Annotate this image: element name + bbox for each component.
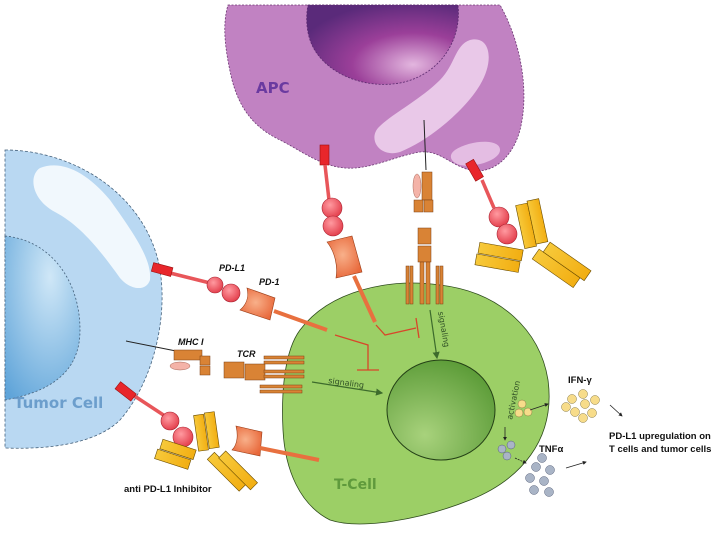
inhibition-line-apc (375, 324, 417, 336)
pdl1-bead (206, 276, 224, 294)
pd1-receptor (239, 287, 276, 321)
inhibition-line-tumor (334, 334, 369, 370)
tcr-receptor (223, 355, 305, 394)
outcome-line-1: PD-L1 upregulation on (609, 431, 711, 442)
tumor-nucleus (4, 235, 81, 401)
anti-pdl1-antibody (474, 198, 592, 289)
inhibitor-label: anti PD-L1 Inhibitor (124, 484, 212, 495)
pdl1-pd1-complex-tumor: PD-L1 PD-1 (150, 262, 328, 332)
pdl1-bead (321, 197, 343, 219)
mhc1-label: MHC I (178, 337, 204, 347)
ifn-gamma-secreted (561, 389, 600, 423)
pd1-receptor (231, 425, 263, 457)
tcell-label: T-Cell (334, 477, 377, 493)
tumor-vesicle (33, 165, 151, 289)
pdl1-anchor (465, 158, 484, 182)
tnf-alpha-label: TNFα (539, 444, 563, 455)
pdl1-anchor (114, 381, 137, 402)
pdl1-inhibitor-complex-tumor: anti PD-L1 Inhibitor (114, 381, 320, 495)
apc-vesicle-small (450, 141, 500, 166)
tcell-nucleus (386, 359, 496, 461)
ifn-gamma-label: IFN-γ (568, 375, 592, 386)
t-cell: T-Cell (282, 282, 550, 525)
mhc-tcr-complex-tumor: MHC I TCR (125, 337, 305, 394)
mhc1 (173, 349, 203, 361)
mhc2 (413, 171, 434, 213)
apc-cell: APC (224, 4, 525, 172)
peptide (412, 173, 422, 199)
anti-pdl1-antibody (154, 411, 258, 492)
pdl1-pd1-complex-apc (319, 144, 377, 323)
tnf-alpha-inside (497, 440, 516, 461)
pdl1-anchor (150, 262, 174, 277)
inhibition-signals (334, 317, 420, 371)
tnf-alpha-secreted (525, 453, 555, 497)
mhc-tcr-complex-apc (405, 119, 444, 305)
tcr-label: TCR (237, 349, 256, 359)
outcome-line-2: T cells and tumor cells (609, 444, 711, 455)
pdl1-bead (496, 223, 518, 245)
pdl1-bead (221, 283, 241, 303)
tumor-cell: Tumor Cell (4, 149, 163, 449)
pdl1-bead (160, 411, 180, 431)
pdl1-label: PD-L1 (219, 263, 245, 273)
apc-nucleus (306, 4, 459, 85)
signaling-arrow-tcr (311, 381, 384, 396)
tcr-receptor (405, 227, 444, 305)
peptide (169, 361, 191, 371)
pdl1-inhibitor-complex-apc (465, 158, 592, 289)
pdl1-bead (322, 215, 344, 237)
tumor-label: Tumor Cell (14, 394, 103, 412)
pdl1-anchor (319, 144, 330, 166)
pd1-receptor (326, 235, 363, 279)
pdl1-bead (488, 206, 510, 228)
pd1-label: PD-1 (259, 277, 280, 287)
apc-label: APC (256, 79, 290, 97)
apc-vesicle (374, 39, 489, 154)
signaling-arrow-apc (429, 309, 440, 360)
